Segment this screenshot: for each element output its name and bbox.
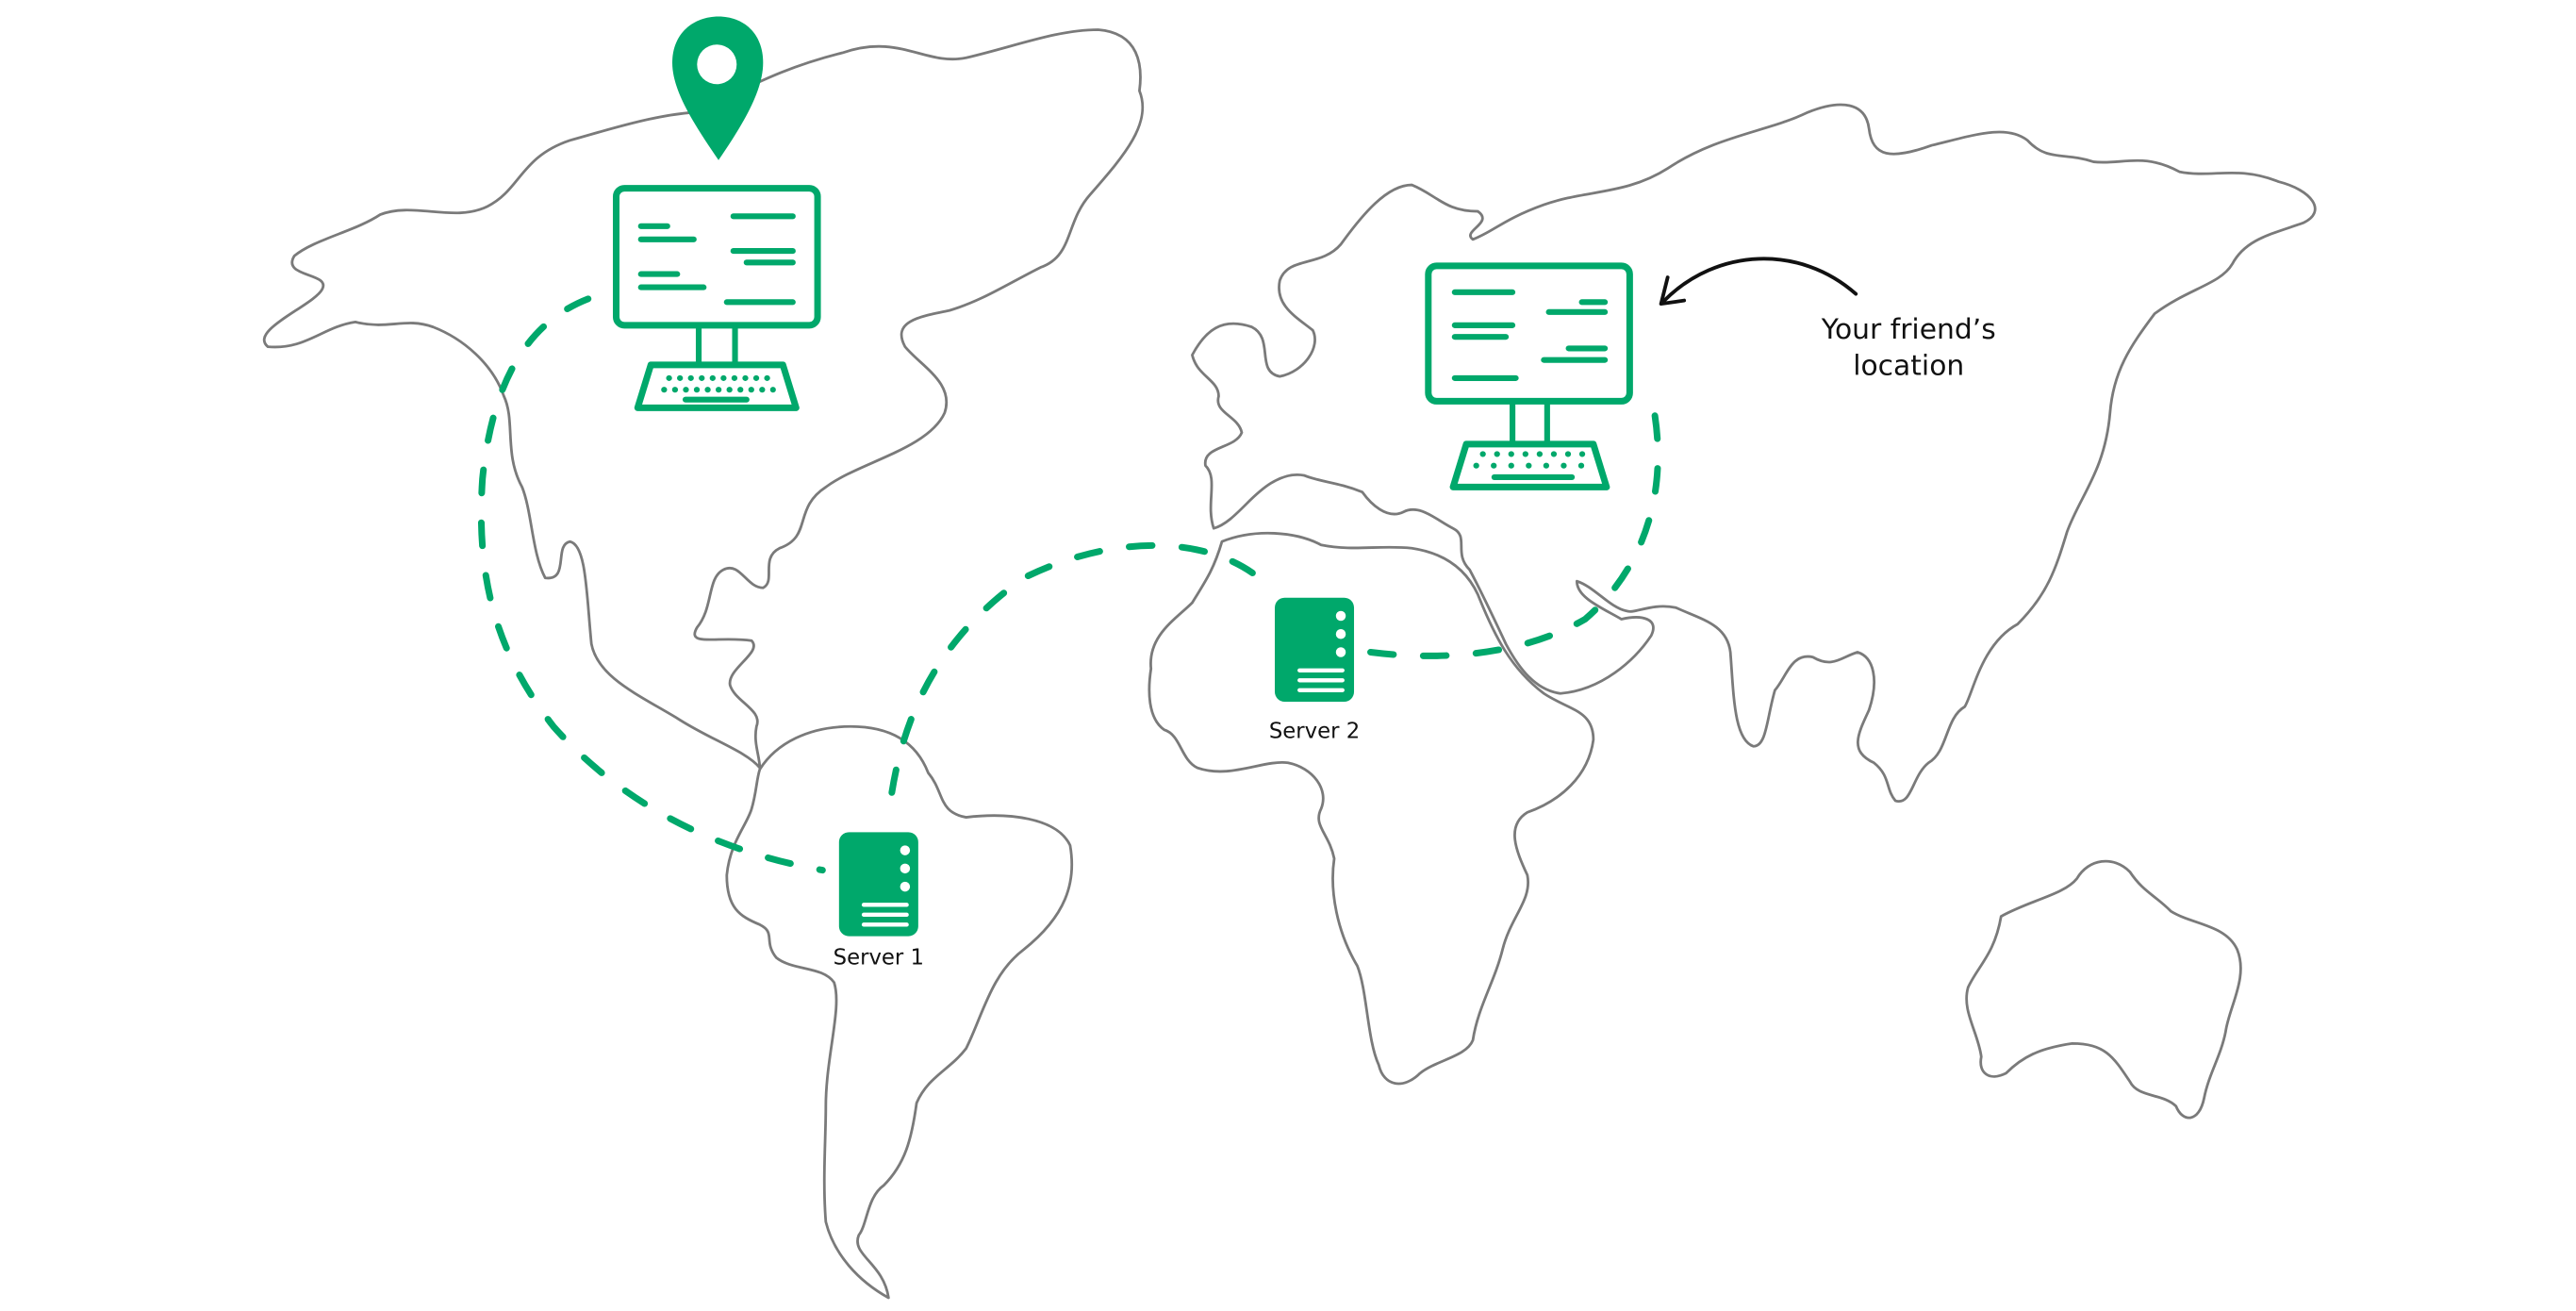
friend-location-label-line1: Your friend’s bbox=[1821, 313, 1996, 346]
eurasia-africa-outline bbox=[1191, 103, 2317, 803]
africa-outline bbox=[1148, 531, 1595, 1086]
server-icon bbox=[1274, 597, 1355, 703]
server-icon bbox=[838, 832, 918, 937]
server-1: Server 1 bbox=[834, 832, 924, 970]
south-america-outline bbox=[725, 724, 1074, 1300]
north-america-outline bbox=[263, 28, 1145, 770]
friend-computer-icon bbox=[1425, 262, 1633, 490]
map-pin-icon bbox=[672, 16, 764, 160]
route-server-2-to-friend bbox=[1367, 409, 1661, 659]
server-1-label: Server 1 bbox=[834, 945, 924, 970]
route-server-1-to-server-2 bbox=[888, 541, 1267, 796]
server-2: Server 2 bbox=[1269, 597, 1360, 744]
route-you-to-server-1 bbox=[477, 295, 826, 874]
australia-outline bbox=[1965, 859, 2242, 1120]
your-computer-icon bbox=[612, 185, 821, 411]
curved-arrow-icon bbox=[1659, 257, 1858, 307]
server-2-label: Server 2 bbox=[1269, 720, 1360, 744]
friend-location-label-line2: location bbox=[1853, 349, 1964, 382]
